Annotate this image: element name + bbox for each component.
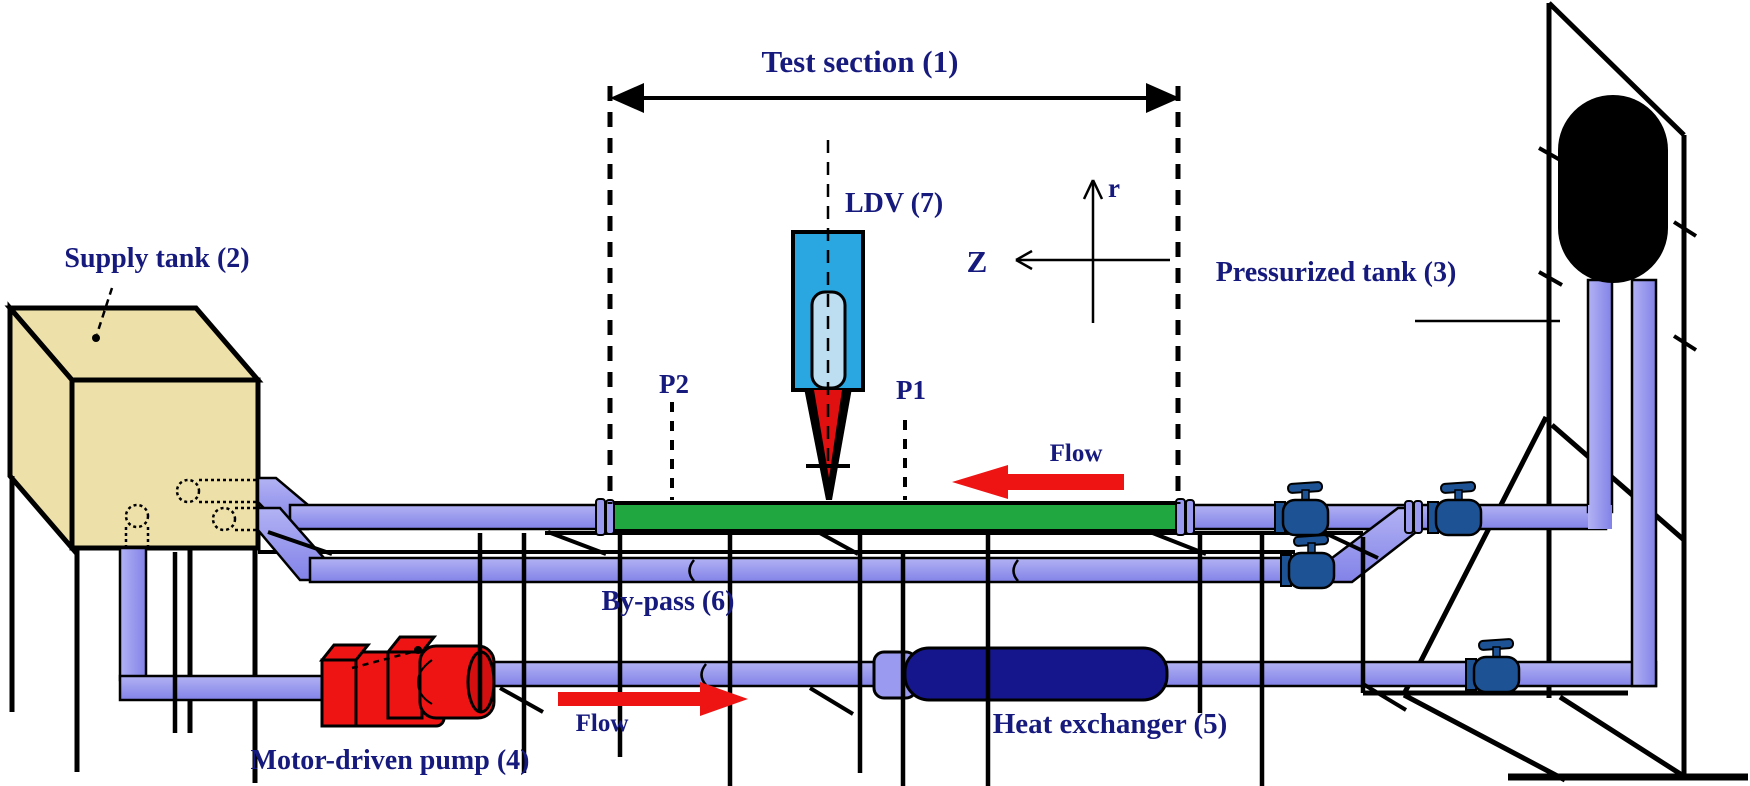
lower-pipe-right [1158, 660, 1658, 688]
valve-upper-2 [1427, 481, 1483, 537]
motor-driven-pump [318, 635, 496, 728]
label-axis-z: Z [967, 244, 988, 279]
label-bypass: By-pass (6) [601, 586, 734, 617]
pressurized-tank [1558, 95, 1668, 283]
valve-upper-1 [1274, 481, 1330, 537]
ldv-probe [791, 140, 865, 500]
pipe-bench-legs [172, 533, 1366, 786]
label-ldv: LDV (7) [845, 188, 943, 219]
suction-pipe [118, 674, 332, 702]
discharge-pipe [486, 660, 882, 688]
tank-downcomer-1 [1586, 278, 1614, 514]
dimension-arrowhead-right [1146, 83, 1180, 113]
dimension-arrowhead-left [610, 83, 644, 113]
pipe-couplings [595, 498, 1423, 536]
flow-arrow-right [558, 682, 748, 716]
pipe-bench-braces [267, 530, 1408, 716]
heat-exchanger [872, 646, 1169, 702]
valve-bypass [1280, 534, 1336, 590]
piping [118, 278, 1658, 702]
pressure-taps [670, 402, 907, 500]
label-flow-lower: Flow [576, 710, 629, 737]
tank-ports [124, 478, 256, 546]
bypass-pipe [308, 556, 1334, 584]
supply-tank-leader [92, 287, 114, 342]
test-section-pipe [610, 501, 1180, 533]
label-pressurized-tank: Pressurized tank (3) [1216, 257, 1457, 288]
suction-downpipe [118, 546, 148, 682]
coordinate-axes [1015, 179, 1170, 323]
label-p2: P2 [659, 369, 689, 399]
label-motor-pump: Motor-driven pump (4) [251, 745, 530, 776]
label-heat-exchanger: Heat exchanger (5) [993, 708, 1228, 740]
label-test-section: Test section (1) [762, 44, 959, 79]
label-p1: P1 [896, 375, 926, 405]
labels: Test section (1) Supply tank (2) Pressur… [64, 44, 1456, 776]
label-supply-tank: Supply tank (2) [64, 243, 249, 274]
supply-tank [4, 301, 264, 555]
valve-lower [1465, 638, 1521, 694]
label-flow-upper: Flow [1050, 440, 1103, 467]
tank-downcomer-2 [1630, 278, 1658, 688]
test-section-dimension [607, 83, 1181, 504]
pressurized-tank-frame [1363, 1, 1748, 783]
upper-pipe-left [288, 503, 614, 531]
flow-arrow-left [952, 465, 1124, 499]
pump-leader-line [351, 646, 422, 670]
supply-tank-legs [9, 476, 258, 783]
valves [1274, 481, 1521, 694]
label-axis-r: r [1108, 173, 1120, 203]
